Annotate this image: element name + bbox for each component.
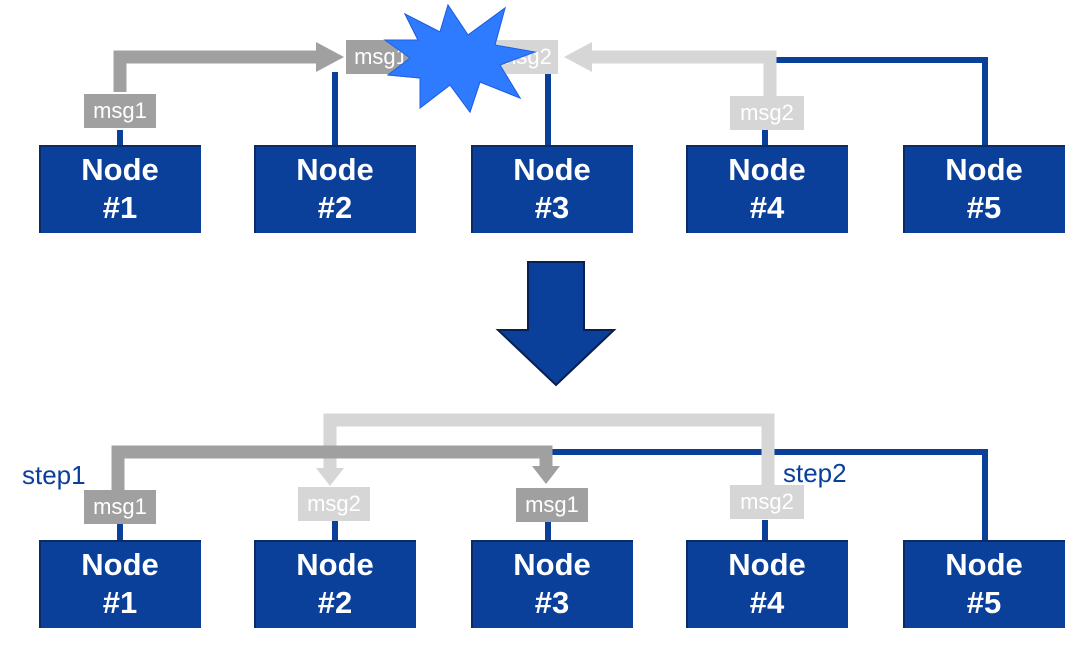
- bottom-node-5: Node #5: [903, 540, 1065, 628]
- msg2-arrow-top: [564, 42, 777, 100]
- step1-label: step1: [22, 460, 86, 490]
- node-number: #2: [317, 190, 353, 225]
- node-number: #3: [534, 190, 570, 225]
- node-number: #2: [317, 585, 353, 620]
- node-number: #5: [966, 190, 1002, 225]
- node-label: Node: [296, 152, 374, 187]
- node-label: Node: [296, 547, 374, 582]
- bottom-msg1-tag-node1: msg1: [84, 490, 156, 524]
- msg1-arrow-top: [113, 42, 344, 92]
- node-label: Node: [728, 547, 806, 582]
- node-label: Node: [513, 547, 591, 582]
- top-node-4: Node #4: [686, 145, 848, 233]
- bottom-node-3: Node #3: [471, 540, 633, 628]
- msg1-arrow-bottom: [111, 445, 560, 490]
- top-node-2: Node #2: [254, 145, 416, 233]
- node-number: #5: [966, 585, 1002, 620]
- node-label: Node: [728, 152, 806, 187]
- node-number: #4: [749, 190, 785, 225]
- collision-overlay: [383, 3, 537, 114]
- bottom-msg2-tag-node2: msg2: [298, 487, 370, 521]
- bottom-node-2: Node #2: [254, 540, 416, 628]
- node-label: Node: [81, 152, 159, 187]
- node5-bus-line: [770, 57, 988, 145]
- step2-label: step2: [783, 458, 847, 488]
- node-label: Node: [81, 547, 159, 582]
- top-node-5: Node #5: [903, 145, 1065, 233]
- node-number: #1: [102, 585, 138, 620]
- msg1-tag: msg1: [84, 94, 156, 128]
- node-label: Node: [945, 547, 1023, 582]
- bottom-bus-line: [548, 449, 988, 540]
- node-number: #3: [534, 585, 570, 620]
- bottom-msg1-tag-node3: msg1: [516, 488, 588, 522]
- bottom-node-1: Node #1: [39, 540, 201, 628]
- bottom-msg2-tag-node4: msg2: [730, 485, 804, 519]
- node-label: Node: [945, 152, 1023, 187]
- node-label: Node: [513, 152, 591, 187]
- msg2-tag: msg2: [730, 96, 804, 130]
- top-node-3: Node #3: [471, 145, 633, 233]
- top-node-1: Node #1: [39, 145, 201, 233]
- node-number: #4: [749, 585, 785, 620]
- bottom-node-4: Node #4: [686, 540, 848, 628]
- node-number: #1: [102, 190, 138, 225]
- down-arrow-icon: [495, 261, 617, 387]
- msg2-arrow-bottom: [316, 413, 775, 490]
